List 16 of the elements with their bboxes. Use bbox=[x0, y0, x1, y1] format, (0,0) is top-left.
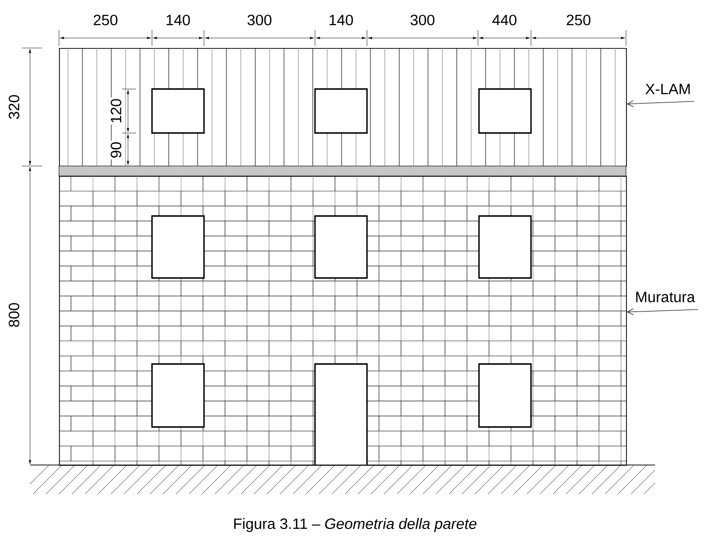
figure-caption: Figura 3.11 – Geometria della parete bbox=[234, 518, 476, 532]
dimension-label: 300 bbox=[410, 14, 434, 26]
wall-layer-label: X-LAM bbox=[645, 84, 690, 94]
dimension-label: 800 bbox=[8, 303, 20, 327]
dimension-label: 140 bbox=[330, 14, 353, 26]
dimension-label: 250 bbox=[566, 14, 590, 26]
leader-arrow bbox=[627, 100, 694, 107]
dimension-label: 140 bbox=[166, 14, 190, 26]
dimension-label: 300 bbox=[248, 14, 272, 26]
dimension-label: 440 bbox=[492, 14, 516, 26]
leader-arrow bbox=[627, 308, 698, 316]
dimension-label: 120 bbox=[110, 98, 122, 125]
dimension-label: 250 bbox=[94, 14, 118, 26]
wall-layer-label: Muratura bbox=[636, 292, 696, 302]
dimension-label: 320 bbox=[8, 95, 20, 119]
dimension-label: 90 bbox=[110, 140, 122, 160]
